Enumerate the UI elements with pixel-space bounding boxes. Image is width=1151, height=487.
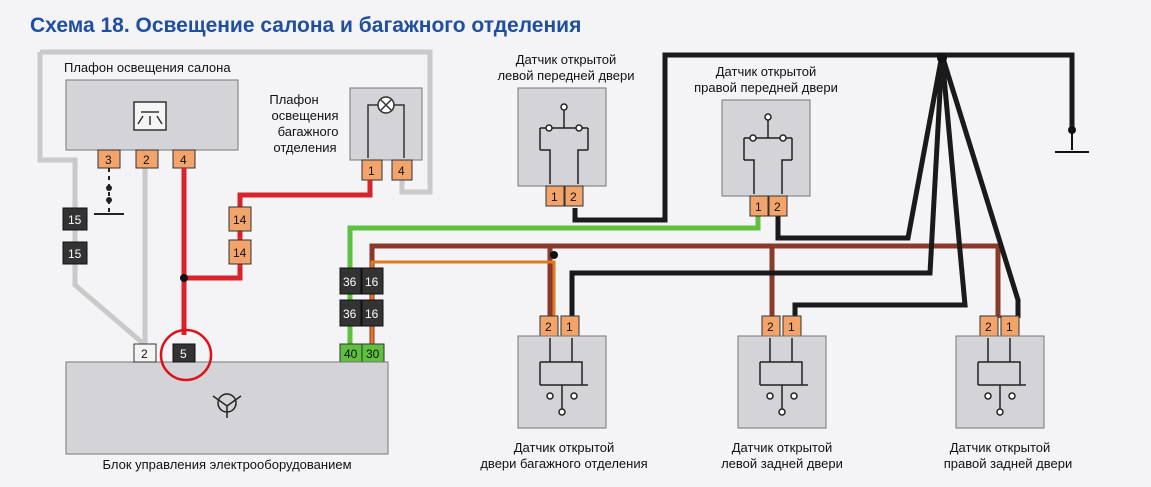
ground-icon <box>1055 126 1089 153</box>
red-wires <box>181 168 373 335</box>
sensor-front-left-label-2: левой передней двери <box>497 68 634 83</box>
trunk-lamp-label-1: Плафон <box>269 92 318 107</box>
sensor-rear-right-pin-2-label: 2 <box>985 320 992 334</box>
sensor-trunk-label-1: Датчик открытой <box>514 440 615 455</box>
door-switch-icon <box>977 338 1026 416</box>
sensor-rear-right-pin-1-label: 1 <box>1006 320 1013 334</box>
connector-16-upper <box>361 267 384 295</box>
sensor-front-left-label-1: Датчик открытой <box>516 52 617 67</box>
door-switch-icon <box>539 103 589 184</box>
connector-36-lower <box>339 299 362 327</box>
control-unit-pin-5-label: 5 <box>180 347 187 361</box>
connector-14-upper-label: 14 <box>233 213 247 227</box>
junction-brown <box>550 251 558 259</box>
connector-15-lower-label: 15 <box>68 247 82 261</box>
red-wire-trunk <box>184 180 373 281</box>
black-wires <box>569 52 1075 318</box>
orange-wires <box>370 260 556 345</box>
dome-pin-3-label: 3 <box>105 153 112 167</box>
gray-wire-frame-top <box>40 49 433 195</box>
connector-40-label: 40 <box>344 347 358 361</box>
sensor-rear-left-pin-1-label: 1 <box>788 320 795 334</box>
black-wire-ground <box>942 52 1075 130</box>
sensor-trunk-pin-1-label: 1 <box>566 320 573 334</box>
connector-15-upper-label: 15 <box>68 213 82 227</box>
trunk-lamp-label-2: освещения <box>272 108 339 123</box>
black-wire-trunk <box>569 54 945 318</box>
sensor-trunk-pin-2-label: 2 <box>545 320 552 334</box>
door-switch-icon <box>743 113 793 194</box>
control-unit-icon <box>212 393 242 418</box>
connector-14-lower-label: 14 <box>233 246 247 260</box>
sensor-front-right-pin-1-label: 1 <box>755 200 762 214</box>
sensor-front-right-pin-2 <box>768 195 788 217</box>
sensor-rear-left-pin-2-label: 2 <box>767 320 774 334</box>
connector-36-upper-label: 36 <box>343 275 357 289</box>
connector-15-lower <box>62 241 88 265</box>
sensor-front-right-label-1: Датчик открытой <box>716 64 817 79</box>
junction-black <box>937 53 947 63</box>
connector-16-lower-label: 16 <box>365 307 379 321</box>
black-wire-rear-right <box>939 54 1021 318</box>
dome-lamp-label: Плафон освещения салона <box>64 60 231 75</box>
control-unit-label: Блок управления электрооборудованием <box>102 457 351 472</box>
sensor-front-left-pin-1 <box>545 185 565 207</box>
gray-wire-left <box>37 52 147 347</box>
lamp-icon <box>367 96 405 158</box>
connector-16-upper-label: 16 <box>365 275 379 289</box>
connector-36-upper <box>339 267 362 295</box>
door-switch-icon <box>759 338 808 416</box>
connector-16-lower <box>361 299 384 327</box>
black-wire-front-left <box>572 52 942 223</box>
trunk-lamp-label-3: багажного <box>278 124 339 139</box>
dome-pin-2 <box>135 149 159 169</box>
control-unit-pin-2 <box>133 343 157 363</box>
door-switch-icon <box>539 338 588 416</box>
trunk-lamp-pin-1-label: 1 <box>368 164 375 178</box>
sensor-front-right-pin-2-label: 2 <box>774 200 781 214</box>
connector-30-label: 30 <box>366 347 380 361</box>
black-wire-rear-left <box>792 54 968 318</box>
sensor-front-right-pin-1 <box>749 195 769 217</box>
control-unit-pin-2-label: 2 <box>141 347 148 361</box>
connector-14-upper <box>228 206 252 232</box>
sensor-trunk-label-2: двери багажного отделения <box>480 456 647 471</box>
sensor-rear-right-label-2: правой задней двери <box>944 456 1073 471</box>
dome-pin-4-label: 4 <box>180 153 187 167</box>
dome-switch-ground <box>94 168 124 215</box>
sensor-front-left-pin-1-label: 1 <box>551 190 558 204</box>
highlight-circle <box>159 328 213 382</box>
connector-36-lower-label: 36 <box>343 307 357 321</box>
junction-red <box>180 274 188 282</box>
trunk-lamp-pin-4-label: 4 <box>398 164 405 178</box>
diagram-title: Схема 18. Освещение салона и багажного о… <box>30 14 581 37</box>
control-unit-pin-5 <box>172 343 196 363</box>
sensor-rear-right-label-1: Датчик открытой <box>950 440 1051 455</box>
sensor-front-right-label-2: правой передней двери <box>694 80 838 95</box>
black-wire-front-right <box>775 54 945 241</box>
connector-14-lower <box>228 239 252 265</box>
sensor-rear-left-label-2: левой задней двери <box>721 456 843 471</box>
connector-15-upper <box>62 207 88 231</box>
trunk-lamp-label-4: отделения <box>273 140 336 155</box>
dome-light-icon <box>133 101 167 131</box>
trunk-lamp-pin-4 <box>391 159 413 181</box>
sensor-rear-left-label-1: Датчик открытой <box>732 440 833 455</box>
dome-pin-2-label: 2 <box>143 153 150 167</box>
sensor-front-left-body <box>517 87 607 187</box>
sensor-front-left-pin-2 <box>564 185 584 207</box>
sensor-front-left-pin-2-label: 2 <box>570 190 577 204</box>
gray-wires <box>37 49 433 347</box>
